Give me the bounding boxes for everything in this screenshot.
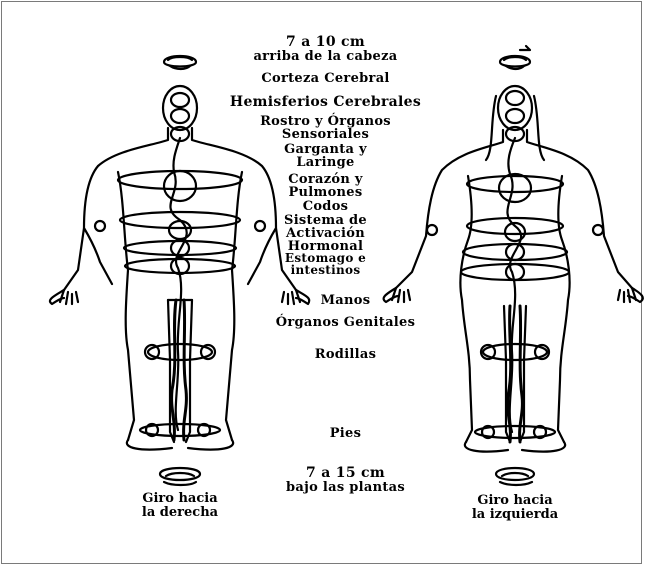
label-stomach-2: intestinos [0, 264, 651, 277]
label-feet: Pies [20, 427, 651, 440]
label-below-feet: 7 a 15 cm [20, 467, 651, 480]
label-genitals: Órganos Genitales [20, 316, 651, 329]
caption-left-line1: Giro hacia [110, 492, 250, 506]
caption-left-line2: la derecha [110, 506, 250, 520]
label-hands: Manos [20, 294, 651, 307]
label-above-head: 7 a 10 cm [0, 36, 651, 49]
label-hemispheres: Hemisferios Cerebrales [0, 96, 651, 109]
label-throat-2: Laringe [0, 156, 651, 169]
label-elbows: Codos [0, 200, 651, 213]
caption-right-line2: la izquierda [445, 508, 585, 522]
caption-left: Giro hacia la derecha [110, 492, 250, 520]
label-heart-2: Pulmones [0, 186, 651, 199]
label-face-2: Sensoriales [0, 128, 651, 141]
caption-right: Giro hacia la izquierda [445, 494, 585, 522]
label-knees: Rodillas [20, 348, 651, 361]
caption-right-line1: Giro hacia [445, 494, 585, 508]
label-above-head-2: arriba de la cabeza [0, 50, 651, 63]
label-cortex: Corteza Cerebral [0, 72, 651, 85]
